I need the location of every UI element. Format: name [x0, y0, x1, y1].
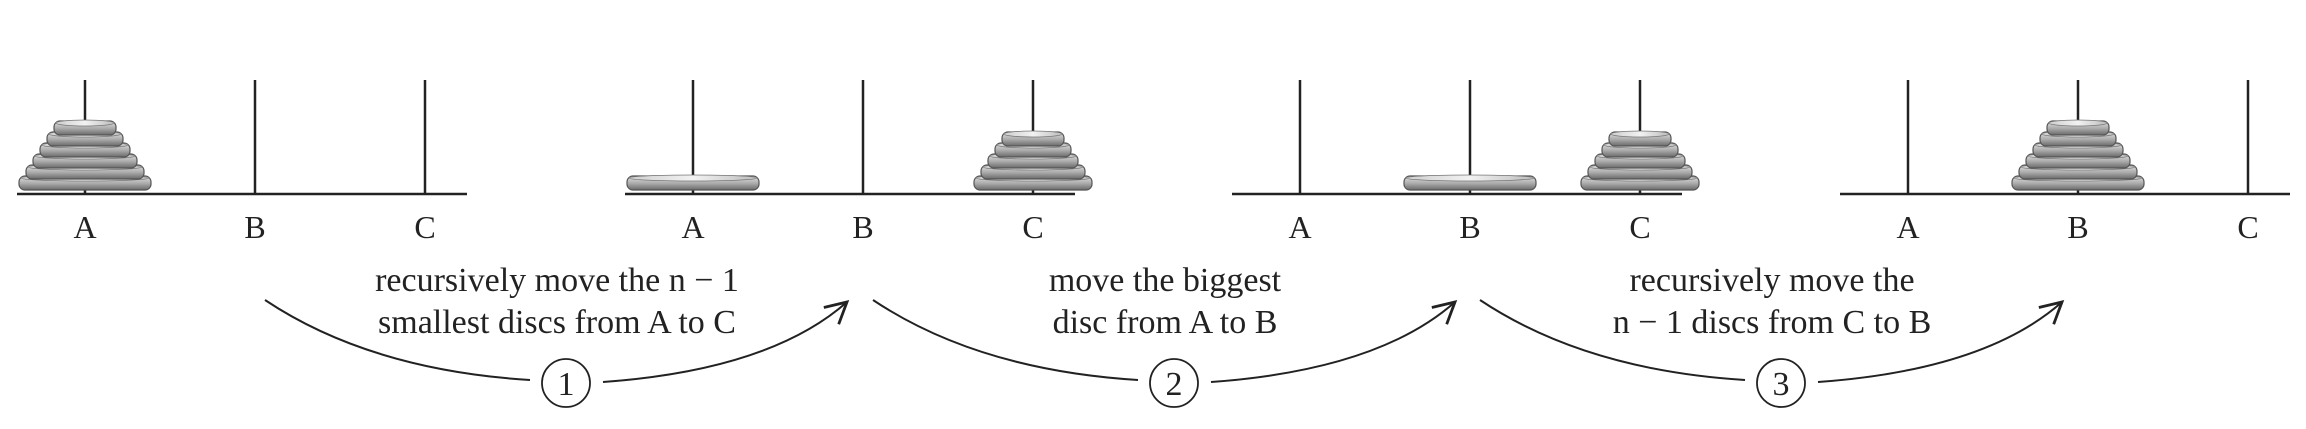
caption-line-1: recursively move the: [1629, 262, 1914, 299]
disc-top: [1610, 130, 1670, 138]
peg-label: B: [1459, 209, 1480, 245]
step-3: 3 recursively move the n − 1 discs from C …: [1479, 262, 2065, 408]
step-number-circle: [1149, 358, 1199, 408]
peg-b: B: [2011, 80, 2145, 245]
disc-top: [1003, 130, 1063, 138]
step-number: 3: [1773, 366, 1790, 403]
arrow-right-curve: [602, 300, 850, 383]
peg-label: C: [1629, 209, 1650, 245]
transition-steps: 1 recursively move the n − 1 smallest disc…: [264, 262, 2065, 408]
peg-b: B: [852, 80, 874, 245]
peg-label: A: [1288, 209, 1311, 245]
caption-line-1: move the biggest: [1049, 262, 1282, 299]
tower-config-3: A B C: [1232, 80, 1700, 245]
disc: [53, 119, 117, 136]
caption-line-1: recursively move the n − 1: [375, 262, 739, 299]
peg-label: A: [73, 209, 96, 245]
caption-line-2: smallest discs from A to C: [378, 304, 736, 341]
disc-top: [2048, 119, 2108, 127]
peg-label: B: [244, 209, 265, 245]
peg-label: B: [852, 209, 873, 245]
peg-label: B: [2067, 209, 2088, 245]
peg-c: C: [1580, 80, 1700, 245]
peg-label: C: [2237, 209, 2258, 245]
peg-a: A: [626, 80, 760, 245]
disc-top: [628, 174, 758, 182]
step-number-circle: [541, 358, 591, 408]
arrow-left-curve: [264, 299, 531, 381]
step-2: 2 move the biggest disc from A to B: [872, 262, 1458, 408]
caption-line-2: n − 1 discs from C to B: [1613, 304, 1932, 341]
step-number-circle: [1756, 358, 1806, 408]
peg-b: B: [1403, 80, 1537, 245]
peg-label: A: [1896, 209, 1919, 245]
peg-label: C: [1022, 209, 1043, 245]
disc: [2046, 119, 2110, 136]
peg-b: B: [244, 80, 266, 245]
tower-config-2: A B C: [625, 80, 1093, 245]
step-1: 1 recursively move the n − 1 smallest disc…: [264, 262, 850, 408]
tower-config-4: A B C: [1840, 80, 2290, 245]
disc: [1001, 130, 1065, 147]
peg-label: A: [681, 209, 704, 245]
disc: [1608, 130, 1672, 147]
peg-a: A: [1288, 80, 1312, 245]
peg-a: A: [1896, 80, 1920, 245]
arrow-left-curve: [872, 299, 1139, 381]
peg-c: C: [2237, 80, 2259, 245]
biggest-disc: [1403, 174, 1537, 191]
peg-label: C: [414, 209, 435, 245]
peg-a: A: [18, 80, 152, 245]
biggest-disc: [626, 174, 760, 191]
tower-config-1: A B C: [17, 80, 467, 245]
arrow-left-curve: [1479, 299, 1746, 381]
step-number: 1: [558, 366, 575, 403]
peg-c: C: [414, 80, 436, 245]
disc-top: [55, 119, 115, 127]
disc-top: [1405, 174, 1535, 182]
peg-c: C: [973, 80, 1093, 245]
arrow-right-curve: [1817, 300, 2065, 383]
step-number: 2: [1166, 366, 1183, 403]
caption-line-2: disc from A to B: [1053, 304, 1278, 341]
arrow-right-curve: [1210, 300, 1458, 383]
